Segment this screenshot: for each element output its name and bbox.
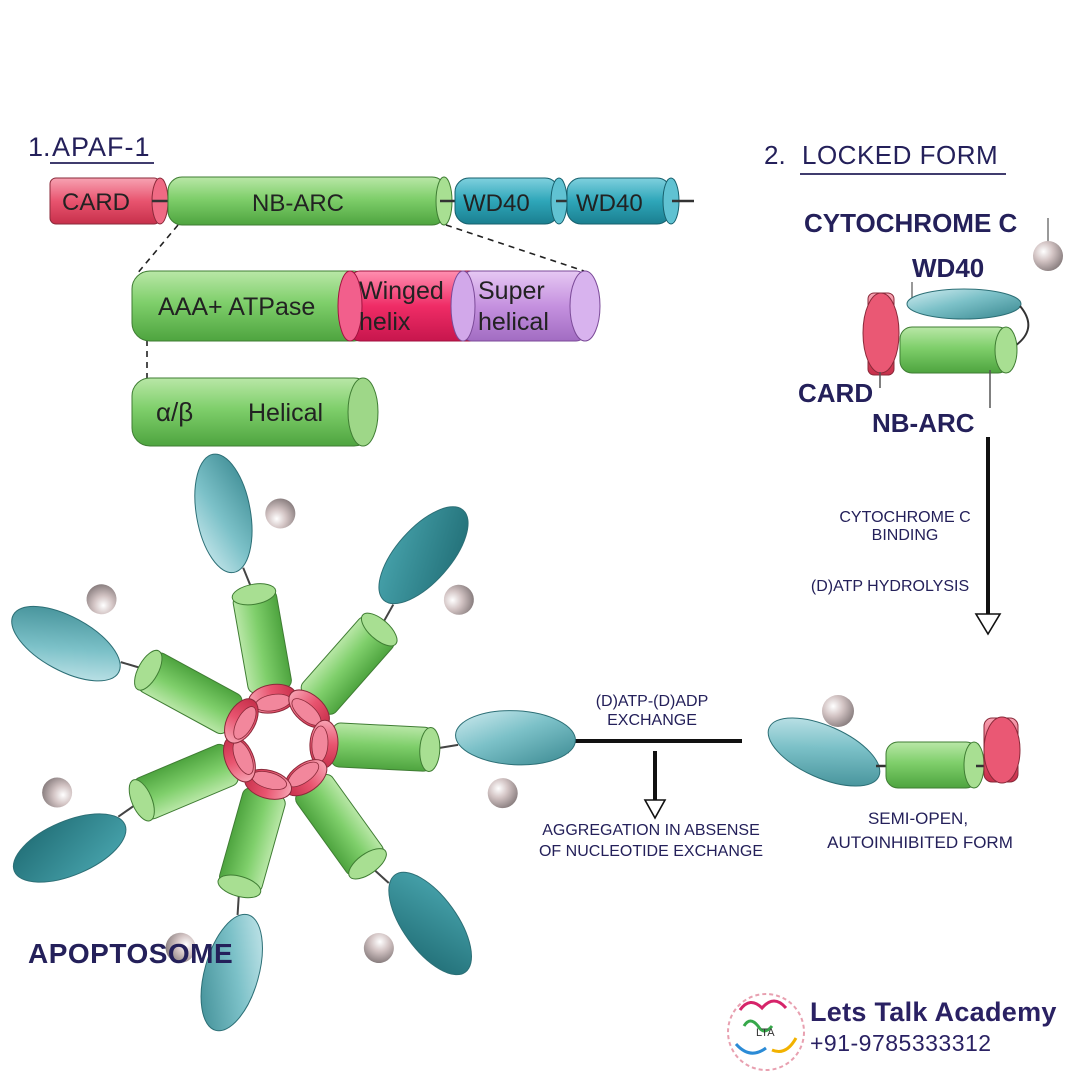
aggregation-label-2: OF NUCLEOTIDE EXCHANGE [539,843,763,860]
exchange-label-2: EXCHANGE [607,712,697,729]
locked-wd40-label: WD40 [912,253,984,283]
semiopen-label-2: AUTOINHIBITED FORM [827,833,1013,852]
section2-heading: 2. LOCKED FORM [764,140,1006,175]
apoptosome-cytochrome-ball [86,584,117,615]
apoptosome-arm [11,584,259,744]
alpha-beta-label: α/β [156,397,193,427]
semiopen-nbarc-shape [885,741,985,789]
apoptosome-cytochrome-ball [265,498,296,529]
apoptosome-wd40 [194,453,253,574]
brand-phone: +91-9785333312 [810,1030,992,1056]
apoptosome-arm [165,768,292,1032]
semiopen-cytochrome-ball [822,695,854,727]
binding-label-1: CYTOCHROME C [839,509,970,526]
apoptosome-wd40 [200,913,263,1032]
apoptosome-label: APOPTOSOME [28,938,233,969]
nbarc-domain: NB-ARC [167,176,453,226]
apoptosome-arm [288,506,474,729]
locked-card-shape [862,292,900,376]
winged-label-1: Winged [359,277,444,305]
super-label-1: Super [478,277,545,305]
card-label: CARD [62,189,130,216]
apoptosome-cytochrome-ball [443,584,474,615]
apoptosome-arm [12,735,256,883]
helical-label: Helical [248,399,323,427]
section2-title: LOCKED FORM [802,140,998,170]
section2-number: 2. [764,140,786,170]
apoptosome-nbarc [330,722,434,772]
section1-title: APAF-1 [52,132,151,162]
winged-label-2: helix [359,308,411,336]
aggregation-label-1: AGGREGATION IN ABSENSE [542,822,760,839]
apoptosome-cytochrome-ball [42,777,73,808]
alpha-beta-helical-domain: α/β Helical [131,377,379,447]
apoptosome-wd40 [388,871,472,976]
locked-nbarc-shape [899,326,1018,374]
semiopen-label-1: SEMI-OPEN, [868,809,968,828]
apoptosome-wd40 [12,813,127,883]
wd40-domain-2: WD40 [566,177,680,225]
nbarc-subdomain-bar: AAA+ ATPase Winged helix Super helical [131,270,601,342]
apoptosome-cytochrome-ball [363,933,394,964]
binding-label-2: BINDING [872,527,939,544]
brand-block: Lets Talk Academy +91-9785333312 [810,996,1057,1058]
aggregation-arrow [643,751,667,820]
apoptosome-nbarc [232,589,292,694]
locked-wd40-shape [906,288,1022,320]
locked-nbarc-label: NB-ARC [872,408,975,438]
brand-name: Lets Talk Academy [810,997,1057,1027]
exchange-label-1: (D)ATP-(D)ADP [596,693,709,710]
semiopen-card-shape [983,716,1021,784]
apoptosome-arm [309,710,576,809]
exchange-arrow [546,728,742,754]
card-domain: CARD [49,177,169,225]
section1-heading: 1. APAF-1 [28,132,154,164]
nbarc-label: NB-ARC [252,190,344,217]
wd40-label-2: WD40 [576,190,643,217]
zoom-connectors [135,224,585,380]
locked-card-label: CARD [798,378,873,408]
cytochrome-c-ball [1033,241,1063,271]
apoptosome-arm [194,453,297,714]
lta-logo: LTA [727,993,805,1071]
apaf1-domain-bar: CARD NB-ARC WD40 WD40 [49,176,694,226]
lta-logo-text: LTA [756,1027,775,1039]
hydrolysis-label: (D)ATP HYDROLYSIS [811,578,969,595]
apoptosome-arm [284,759,472,976]
locked-cytochrome-label: CYTOCHROME C [804,208,1018,238]
wd40-domain-1: WD40 [454,177,568,225]
apoptosome-wheel [11,453,576,1032]
apoptosome-wd40 [378,506,469,605]
apoptosome-wd40 [11,605,121,682]
aaa-atpase-label: AAA+ ATPase [158,293,315,321]
apoptosome-wd40 [455,710,576,766]
section1-number: 1. [28,132,51,162]
semiopen-wd40-shape [767,717,881,787]
apoptosome-cytochrome-ball [165,932,196,963]
apoptosome-cytochrome-ball [487,778,518,809]
semi-open-form-diagram [767,695,1021,789]
locked-form-diagram: CYTOCHROME C WD40 CARD NB-ARC [798,208,1063,438]
wd40-label-1: WD40 [463,190,530,217]
binding-hydrolysis-arrow [974,437,1002,636]
super-label-2: helical [478,308,549,336]
